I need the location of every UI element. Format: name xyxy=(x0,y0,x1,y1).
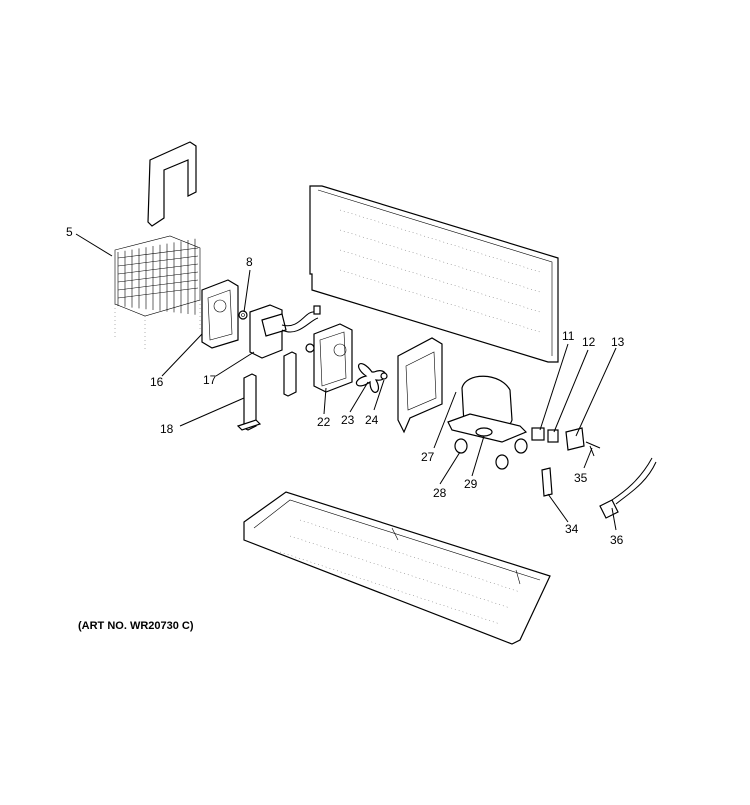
compressor-part xyxy=(447,375,528,443)
side-bracket-part xyxy=(283,351,297,397)
callout-36: 36 xyxy=(610,533,624,547)
callout-27: 27 xyxy=(421,450,435,464)
baffle-part xyxy=(397,337,443,434)
nut-part xyxy=(380,372,388,380)
fan-shroud-part xyxy=(305,323,353,393)
grommet-part xyxy=(238,310,248,320)
callout-12: 12 xyxy=(582,335,596,349)
callout-5: 5 xyxy=(66,225,73,239)
power-cord-part xyxy=(599,457,657,519)
tube-part xyxy=(541,467,553,497)
fan-motor-bracket-part xyxy=(249,304,321,359)
callout-34: 34 xyxy=(565,522,579,536)
callout-13: 13 xyxy=(611,335,625,349)
relay-part xyxy=(531,427,545,441)
top-bracket-part xyxy=(147,141,197,227)
callout-17: 17 xyxy=(203,373,217,387)
leader-lines xyxy=(75,233,617,531)
clip-part xyxy=(585,441,601,457)
cover-box-part xyxy=(201,279,239,349)
callout-11: 11 xyxy=(562,329,575,343)
callout-8: 8 xyxy=(246,255,253,269)
compressor-grommets-part xyxy=(454,438,528,470)
mounting-bracket-part xyxy=(236,373,262,431)
base-pan-part xyxy=(243,491,551,645)
art-number-caption: (ART NO. WR20730 C) xyxy=(78,620,194,632)
callout-labels: 5 8 16 17 18 22 23 24 27 28 29 11 12 13 … xyxy=(66,225,625,547)
callout-23: 23 xyxy=(341,413,355,427)
callout-28: 28 xyxy=(433,486,447,500)
terminal-cover-part xyxy=(565,427,585,451)
callout-16: 16 xyxy=(150,375,164,389)
overload-part xyxy=(547,429,559,443)
condenser-coil-part xyxy=(114,235,201,350)
back-panel-part xyxy=(309,185,559,363)
callout-18: 18 xyxy=(160,422,174,436)
callout-22: 22 xyxy=(317,415,331,429)
callout-35: 35 xyxy=(574,471,588,485)
callout-29: 29 xyxy=(464,477,478,491)
callout-24: 24 xyxy=(365,413,379,427)
